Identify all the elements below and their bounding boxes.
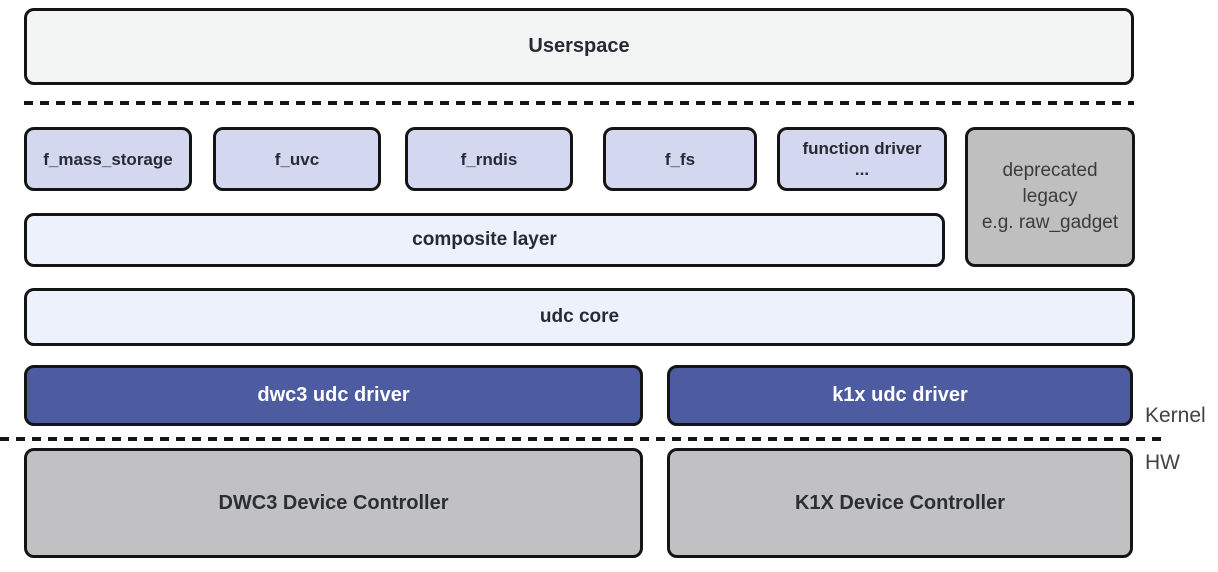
deprecated-legacy-box: deprecated legacy e.g. raw_gadget xyxy=(965,127,1135,267)
k1x-udc-driver-box: k1x udc driver xyxy=(667,365,1133,426)
function-driver-ellipsis: ... xyxy=(854,160,870,179)
dwc3-device-controller-label: DWC3 Device Controller xyxy=(218,491,449,514)
k1x-udc-driver-label: k1x udc driver xyxy=(832,384,968,406)
userspace-box: Userspace xyxy=(24,8,1134,85)
f-rndis-label: f_rndis xyxy=(460,149,518,169)
udc-core-box: udc core xyxy=(24,288,1135,346)
k1x-device-controller-box: K1X Device Controller xyxy=(667,448,1133,558)
deprecated-line1: deprecated xyxy=(1002,160,1098,181)
f-uvc-box: f_uvc xyxy=(213,127,381,191)
k1x-device-controller-label: K1X Device Controller xyxy=(794,491,1006,514)
userspace-label: Userspace xyxy=(528,35,630,57)
udc-core-label: udc core xyxy=(539,306,620,327)
userspace-kernel-boundary-line xyxy=(24,101,1134,105)
f-uvc-label: f_uvc xyxy=(274,149,320,169)
f-mass-storage-box: f_mass_storage xyxy=(24,127,192,191)
kernel-hw-boundary-line xyxy=(0,437,1167,441)
f-mass-storage-label: f_mass_storage xyxy=(43,149,173,169)
dwc3-device-controller-box: DWC3 Device Controller xyxy=(24,448,643,558)
dwc3-udc-driver-box: dwc3 udc driver xyxy=(24,365,643,426)
composite-layer-label: composite layer xyxy=(412,229,557,250)
composite-layer-box: composite layer xyxy=(24,213,945,267)
dwc3-udc-driver-label: dwc3 udc driver xyxy=(257,384,410,406)
f-rndis-box: f_rndis xyxy=(405,127,573,191)
function-driver-label: function driver xyxy=(802,139,922,158)
f-fs-label: f_fs xyxy=(664,149,696,169)
hw-label: HW xyxy=(1145,451,1180,474)
f-fs-box: f_fs xyxy=(603,127,757,191)
deprecated-line2: legacy xyxy=(1022,186,1078,207)
kernel-label: Kernel xyxy=(1145,404,1206,427)
deprecated-line3: e.g. raw_gadget xyxy=(981,212,1119,233)
function-driver-generic-box: function driver ... xyxy=(777,127,947,191)
